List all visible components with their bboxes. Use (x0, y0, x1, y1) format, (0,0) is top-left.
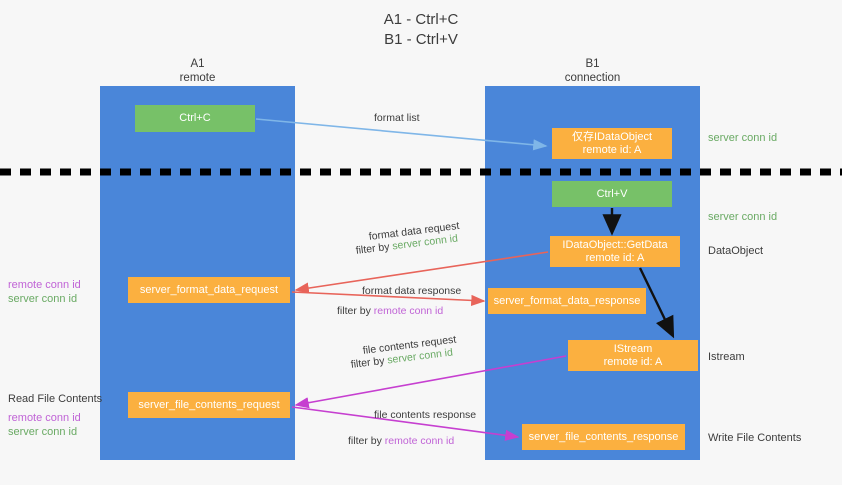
annotation-left-conn-ids-top: remote conn id server conn id (8, 278, 81, 306)
edge-label-format-data-response-filter: filter by remote conn id (337, 304, 443, 318)
edge-label-format-list: format list (374, 112, 420, 124)
node-server-format-data-response[interactable]: server_format_data_response (488, 288, 646, 314)
annotation-remote-conn-id-bottom: remote conn id (8, 412, 81, 424)
annotation-left-conn-ids-bottom: remote conn id server conn id (8, 411, 81, 439)
node-idataobject[interactable]: 仅存IDataObject remote id: A (552, 128, 672, 159)
annotation-dataobject: DataObject (708, 245, 764, 257)
filter-prefix: filter by (348, 435, 385, 447)
filter-value-remote-conn-id: remote conn id (384, 435, 455, 447)
edge-label-file-contents-response-filter: filter by remote conn id (348, 434, 454, 448)
lane-header-a1: A1 remote (179, 58, 216, 84)
annotation-istream: Istream (708, 351, 745, 363)
edge-label-file-contents-response: file contents response (374, 409, 477, 421)
filter-value-remote-conn-id: remote conn id (373, 305, 444, 317)
edge-label-format-data-response: format data response (362, 285, 462, 297)
annotation-remote-conn-id-top: remote conn id (8, 279, 81, 291)
annotation-write-file-contents: Write File Contents (708, 432, 802, 444)
node-idataobject-getdata[interactable]: IDataObject::GetData remote id: A (550, 236, 680, 267)
lane-header-b1: B1 connection (564, 58, 621, 84)
annotation-server-conn-id-top: server conn id (708, 132, 778, 144)
node-ctrl-v[interactable]: Ctrl+V (552, 181, 672, 207)
annotation-read-file-contents: Read File Contents (8, 393, 103, 405)
node-server-file-contents-request[interactable]: server_file_contents_request (128, 392, 290, 418)
annotation-server-conn-id-left-bottom: server conn id (8, 426, 78, 438)
filter-prefix: filter by (355, 240, 394, 257)
node-server-file-contents-response[interactable]: server_file_contents_response (522, 424, 685, 450)
filter-prefix: filter by (350, 354, 389, 371)
node-ctrl-c[interactable]: Ctrl+C (135, 105, 255, 132)
annotation-server-conn-id-left-top: server conn id (8, 293, 78, 305)
annotation-server-conn-id-mid: server conn id (708, 211, 778, 223)
node-istream[interactable]: IStream remote id: A (568, 340, 698, 371)
filter-prefix: filter by (337, 305, 374, 317)
node-server-format-data-request[interactable]: server_format_data_request (128, 277, 290, 303)
page-title: A1 - Ctrl+C B1 - Ctrl+V (383, 11, 459, 48)
